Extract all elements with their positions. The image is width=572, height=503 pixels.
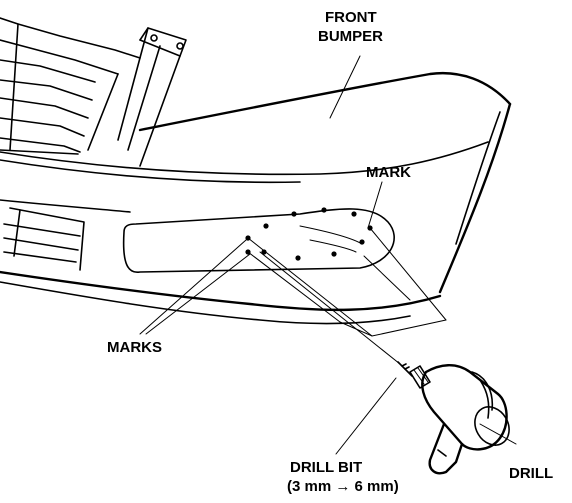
left-vent bbox=[3, 207, 85, 271]
front-bumper-body bbox=[0, 72, 512, 325]
marks-label: MARKS bbox=[107, 339, 162, 356]
mark-dot bbox=[295, 255, 301, 261]
marks-leader-lower bbox=[145, 253, 251, 335]
drill-leader bbox=[479, 423, 517, 445]
drill-handle bbox=[428, 422, 464, 475]
drill-bit-leader bbox=[335, 377, 397, 455]
mark-leader bbox=[367, 181, 383, 229]
mark-dot bbox=[331, 251, 337, 257]
drill-label: DRILL bbox=[509, 465, 553, 482]
front-bumper-label-line1: FRONT bbox=[325, 9, 377, 26]
projection-lines bbox=[247, 227, 447, 365]
mark-label: MARK bbox=[366, 164, 411, 181]
front-bumper-label-line2: BUMPER bbox=[318, 28, 383, 45]
drill-motor-end bbox=[474, 406, 510, 446]
drill-body bbox=[421, 364, 508, 451]
drill-chuck bbox=[409, 365, 431, 389]
drill-bit-label-line2: (3 mm → 6 mm) bbox=[287, 478, 399, 495]
upper-bracket bbox=[117, 27, 187, 167]
leader-lines bbox=[139, 55, 517, 455]
drill bbox=[397, 361, 510, 475]
mark-dot bbox=[261, 249, 267, 255]
marks-leader-upper bbox=[139, 239, 247, 335]
front-bumper-leader bbox=[329, 55, 361, 119]
mark-dot bbox=[351, 211, 357, 217]
fog-light-recess bbox=[122, 208, 395, 273]
mark-dot bbox=[291, 211, 297, 217]
labels: FRONT BUMPER MARK MARKS DRILL BIT (3 mm … bbox=[107, 9, 553, 495]
mark-dot bbox=[263, 223, 269, 229]
grille bbox=[0, 17, 141, 155]
mark-dot bbox=[321, 207, 327, 213]
drill-bit-label-line1: DRILL BIT bbox=[290, 459, 362, 476]
mark-dot bbox=[359, 239, 365, 245]
